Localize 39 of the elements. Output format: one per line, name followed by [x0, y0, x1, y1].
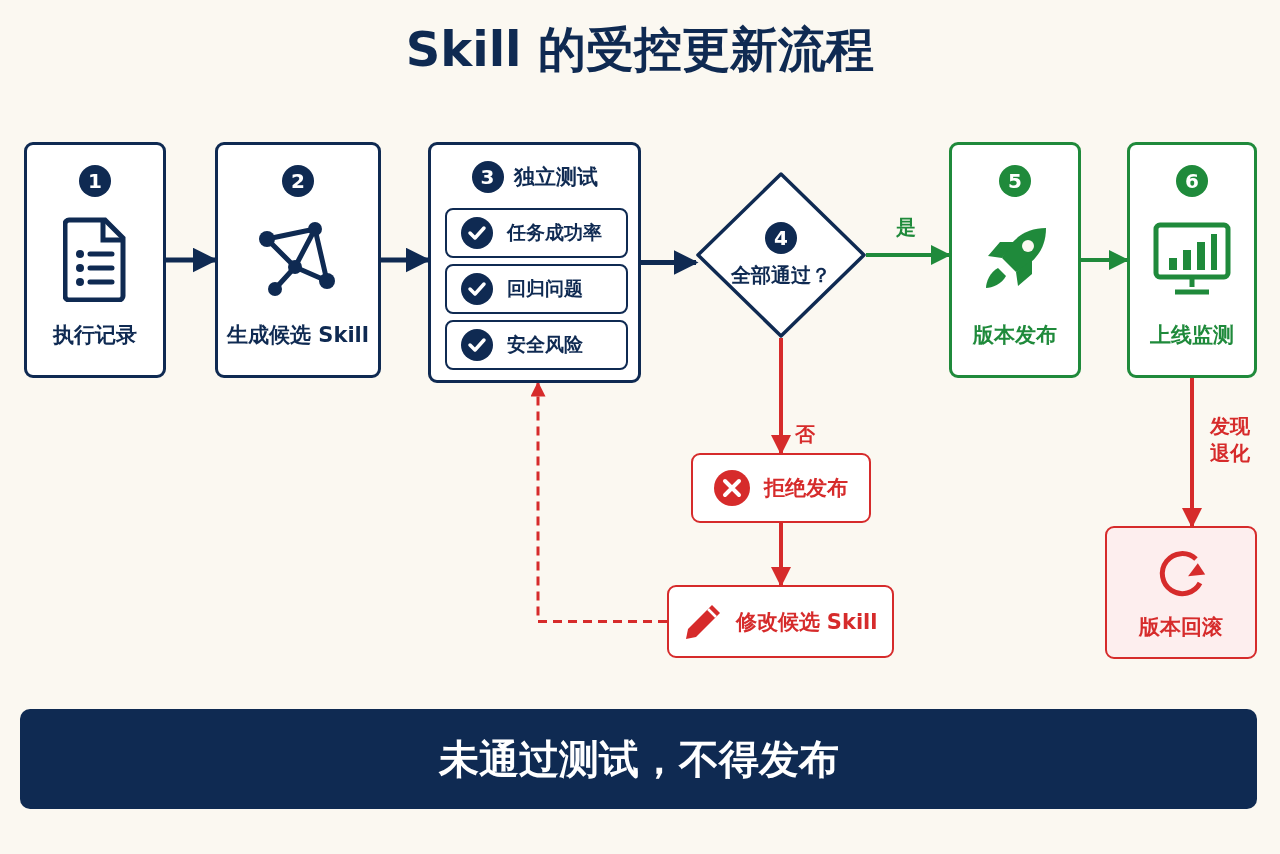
banner [20, 709, 1257, 809]
action-box [691, 453, 871, 523]
test-item-box [445, 208, 628, 258]
step-number-badge: 6 [1176, 165, 1208, 197]
node-label: 任务成功率 [507, 220, 602, 245]
process-box [949, 142, 1081, 378]
node-label: 全部通过？ [731, 261, 831, 289]
title: Skill 的受控更新流程 [404, 20, 876, 79]
arrow [641, 250, 699, 275]
test-item-box [445, 264, 628, 314]
arrow [866, 245, 951, 265]
step-number-badge: 2 [282, 165, 314, 197]
node-label: 版本发布 [973, 322, 1057, 349]
node-label: 独立测试 [513, 164, 598, 191]
arrow [1182, 378, 1202, 528]
step-number-badge: 5 [999, 165, 1031, 197]
node-label: 上线监测 [1150, 322, 1234, 349]
action-box [667, 585, 894, 658]
dashed-arrow [530, 381, 667, 623]
step-number-badge: 3 [471, 161, 504, 193]
banner-text: 未通过测试，不得发布 [438, 734, 839, 784]
process-box [24, 142, 166, 378]
arrow [771, 523, 791, 587]
node-label: 安全风险 [507, 332, 583, 357]
decision-diamond [696, 172, 866, 338]
node-label: 生成候选 Skill [227, 322, 369, 349]
step-number-badge: 1 [79, 165, 111, 197]
node-label: 拒绝发布 [764, 475, 848, 502]
rollback-box [1105, 526, 1257, 659]
node-label: 执行记录 [53, 322, 137, 349]
process-box [215, 142, 381, 378]
node-label: 修改候选 Skill [735, 608, 878, 636]
node-label: 版本回滚 [1139, 613, 1223, 641]
arrow [1081, 250, 1129, 270]
arrow [771, 338, 791, 455]
node-label: 回归问题 [507, 276, 583, 301]
test-group-box [428, 142, 641, 383]
process-box [1127, 142, 1257, 378]
test-item-box [445, 320, 628, 370]
